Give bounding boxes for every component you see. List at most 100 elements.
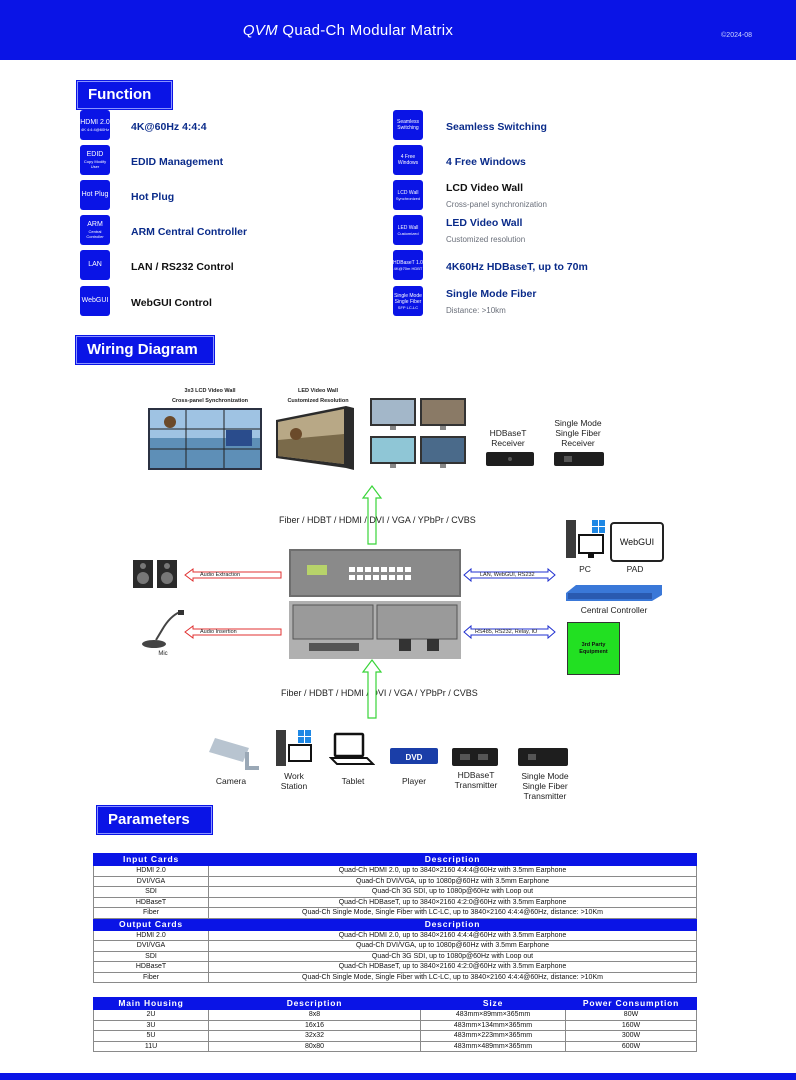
central-controller-device [566, 585, 662, 601]
table-header-cell: Size [420, 997, 566, 1010]
table-cell: Quad-Ch HDBaseT, up to 3840×2160 4:2:0@6… [208, 961, 697, 973]
fiber-transmitter-icon [518, 748, 568, 766]
lan-control-arrow [463, 567, 556, 583]
pc-label: PC [579, 564, 591, 574]
speakers-image [133, 560, 177, 588]
lcd-wall-title: 3x3 LCD Video Wall [184, 388, 236, 394]
feature-icon-subtext: Customized [397, 230, 419, 236]
source-label-fiber-transmitter: Single Mode Single Fiber Transmitter [521, 771, 569, 801]
table-header-cell: Description [208, 917, 697, 931]
lan-control-label: LAN, WebGUI, RS232 [480, 572, 535, 578]
lcd-wall-subtitle: Cross-panel Synchronization [171, 398, 249, 404]
table-header-cell: Description [208, 997, 421, 1010]
table-cell: Quad-Ch Single Mode, Single Fiber with L… [208, 971, 697, 983]
feature-icon-text: Hot Plug [81, 191, 109, 198]
table-cell: HDBaseT [93, 896, 209, 908]
audio-extraction-label: Audio Extraction [200, 572, 241, 578]
table-cell: 5U [93, 1030, 209, 1042]
output-arrow-icon [361, 485, 383, 545]
table-cell: 600W [565, 1040, 697, 1052]
led-video-wall-image [276, 406, 354, 470]
table-header-cell: Output Cards [93, 917, 209, 931]
table-cell: 80x80 [208, 1040, 421, 1052]
microphone-image [142, 610, 184, 648]
table-cell: 11U [93, 1040, 209, 1052]
feature-label-left-2: Hot Plug [131, 191, 175, 203]
page-title: QVM Quad-Ch Modular Matrix [242, 22, 454, 39]
feature-icon-text: WebGUI [81, 297, 109, 304]
feature-icon-right-1: 4 Free Windows [393, 145, 423, 175]
table-cell: Quad-Ch 3G SDI, up to 1080p@60Hz with Lo… [208, 950, 697, 962]
feature-icon-text: LAN [88, 261, 102, 268]
audio-insertion-arrow [184, 625, 282, 639]
feature-icon-subtext: Synchronized [395, 195, 421, 201]
feature-icon-text: ARM [87, 221, 103, 228]
rs485-control-arrow [463, 624, 556, 640]
feature-label-right-3: LED Video Wall [446, 217, 523, 229]
signals-bottom-label: Fiber / HDBT / HDMI / DVI / VGA / YPbPr … [281, 688, 478, 698]
feature-icon-text: Seamless Switching [397, 119, 419, 131]
dvd-text: DVD [406, 753, 423, 762]
feature-icon-text: LED Wall [397, 224, 419, 231]
central-controller-label: Central Controller [580, 605, 648, 615]
feature-label-right-4: 4K60Hz HDBaseT, up to 70m [446, 261, 588, 273]
feature-icon-text: LCD Wall [397, 189, 419, 196]
fiber-receiver-device [554, 452, 604, 466]
hdbaset-receiver-device [486, 452, 534, 466]
pc-icon [566, 520, 605, 558]
feature-icon-left-5: WebGUI [80, 286, 110, 316]
pad-label: PAD [626, 564, 644, 574]
table-cell: 160W [565, 1019, 697, 1031]
feature-icon-subtext: 4K@70m HDBT [393, 265, 423, 271]
source-label-camera: Camera [215, 776, 247, 786]
table-cell: Quad-Ch 3G SDI, up to 1080p@60Hz with Lo… [208, 886, 697, 898]
feature-label-right-5: Single Mode Fiber [446, 288, 537, 300]
table-cell: Fiber [93, 907, 209, 919]
led-wall-subtitle: Customized Resolution [287, 398, 349, 404]
workstation-icon [276, 730, 312, 766]
table-cell: 32x32 [208, 1030, 421, 1042]
table-cell: SDI [93, 950, 209, 962]
fiber-receiver-label: Single Mode Single Fiber Receiver [554, 418, 602, 448]
feature-icon-right-0: Seamless Switching [393, 110, 423, 140]
table-cell: Quad-Ch HDBaseT, up to 3840×2160 4:2:0@6… [208, 896, 697, 908]
tablet-laptop-icon [329, 732, 375, 765]
input-arrow-icon [361, 659, 383, 719]
feature-label-right-1: 4 Free Windows [446, 156, 526, 168]
table-cell: Quad-Ch DVI/VGA, up to 1080p@60Hz with 3… [208, 940, 697, 952]
lcd-video-wall-image [148, 408, 262, 470]
feature-label-left-3: ARM Central Controller [131, 226, 248, 238]
led-wall-title: LED Video Wall [297, 388, 339, 394]
table-cell: DVI/VGA [93, 875, 209, 887]
table-cell: 483mm×489mm×365mm [420, 1040, 566, 1052]
section-wiring-heading: Wiring Diagram [76, 336, 214, 364]
matrix-chassis-image [289, 549, 461, 659]
table-cell: Quad-Ch HDMI 2.0, up to 3840×2160 4:4:4@… [208, 929, 697, 941]
source-label-workstation: Work Station [280, 771, 308, 791]
table-cell: 483mm×89mm×365mm [420, 1009, 566, 1021]
webgui-tablet-icon: WebGUI [610, 522, 664, 562]
footer-bar [0, 1073, 796, 1080]
mic-label: Mic [158, 651, 168, 657]
table-cell: 80W [565, 1009, 697, 1021]
table-cell: 3U [93, 1019, 209, 1031]
table-cell: 16x16 [208, 1019, 421, 1031]
